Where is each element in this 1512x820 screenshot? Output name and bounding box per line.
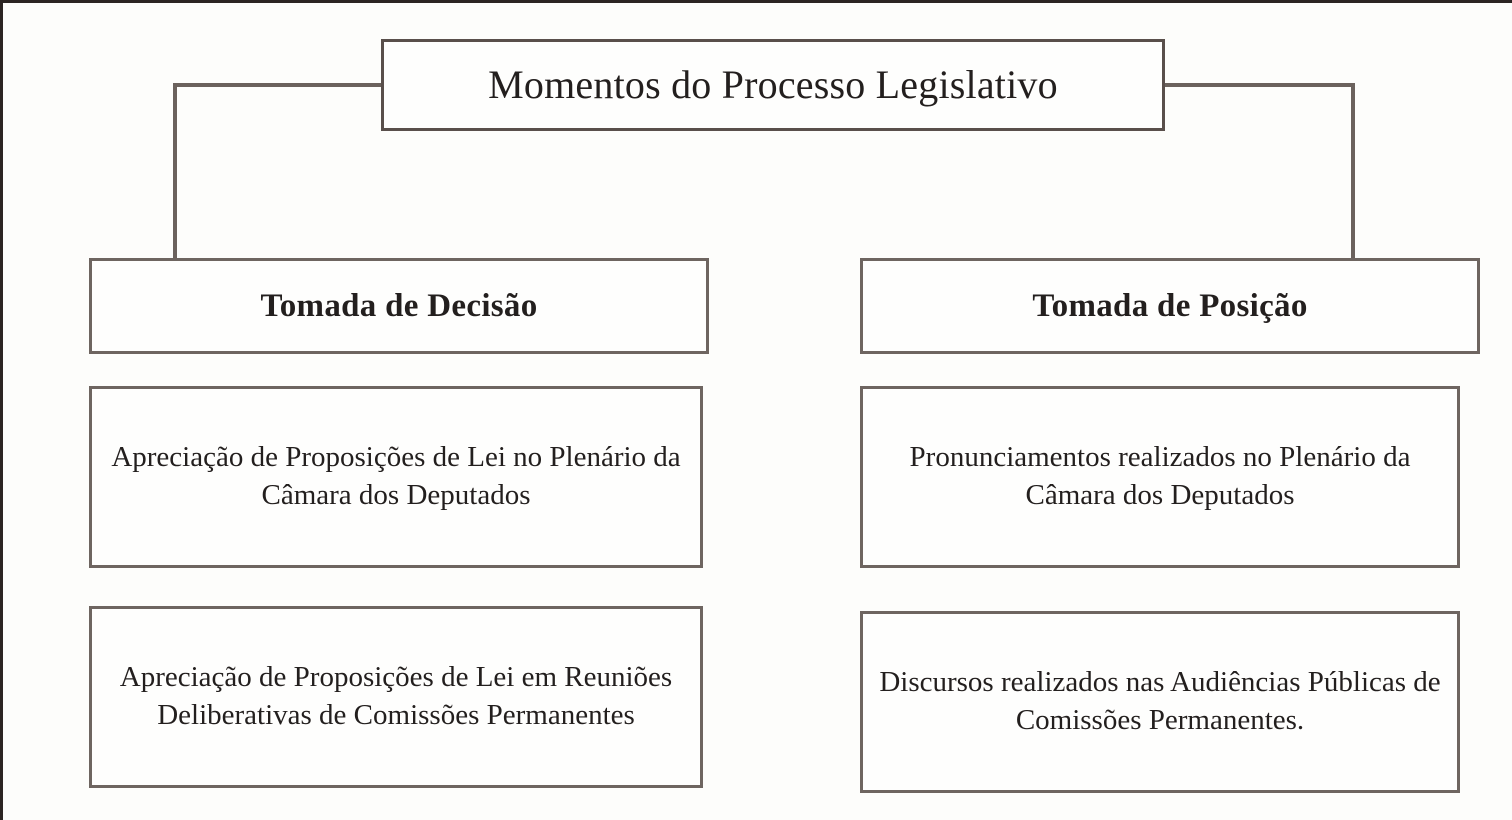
branch-header-tomada-de-decisao: Tomada de Decisão xyxy=(89,258,709,354)
connector-root-to-position-horizontal xyxy=(1163,83,1355,87)
leaf-node-decisao-comissoes-label: Apreciação de Proposições de Lei em Reun… xyxy=(119,661,673,731)
leaf-node-posicao-plenario: Pronunciamentos realizados no Plenário d… xyxy=(860,386,1460,568)
leaf-node-posicao-plenario-label: Pronunciamentos realizados no Plenário d… xyxy=(909,441,1411,511)
connector-root-to-decision-vertical xyxy=(173,83,177,261)
leaf-node-decisao-comissoes: Apreciação de Proposições de Lei em Reun… xyxy=(89,606,703,788)
leaf-node-decisao-plenario: Apreciação de Proposições de Lei no Plen… xyxy=(89,386,703,568)
connector-root-to-position-vertical xyxy=(1351,83,1355,261)
leaf-node-posicao-comissoes: Discursos realizados nas Audiências Públ… xyxy=(860,611,1460,793)
branch-header-tomada-de-posicao-label: Tomada de Posição xyxy=(1032,287,1308,324)
leaf-node-posicao-comissoes-label: Discursos realizados nas Audiências Públ… xyxy=(879,666,1441,736)
branch-header-tomada-de-decisao-label: Tomada de Decisão xyxy=(260,287,538,324)
branch-header-tomada-de-posicao: Tomada de Posição xyxy=(860,258,1480,354)
root-node-label: Momentos do Processo Legislativo xyxy=(488,62,1058,107)
root-node-momentos-processo-legislativo: Momentos do Processo Legislativo xyxy=(381,39,1165,131)
leaf-node-decisao-plenario-label: Apreciação de Proposições de Lei no Plen… xyxy=(111,441,681,511)
connector-root-to-decision-horizontal xyxy=(173,83,383,87)
